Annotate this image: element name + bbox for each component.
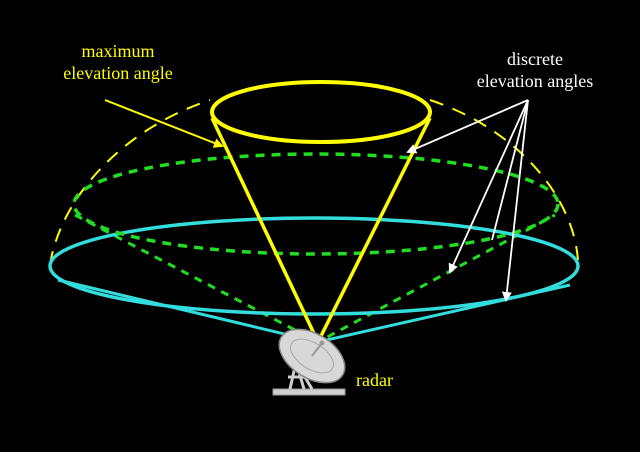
discrete-elevation-ellipse — [72, 152, 560, 256]
max-elevation-label-line2: elevation angle — [63, 63, 173, 83]
pointer-to-max-cone — [406, 99, 529, 154]
radar-label: radar — [356, 370, 393, 390]
discrete-elevation-pointers — [406, 99, 529, 302]
discrete-elevation-cone — [74, 213, 556, 344]
max-elevation-ellipse — [210, 80, 432, 144]
pointer-to-cyan-cone — [501, 99, 529, 302]
pointer-to-green-cone — [448, 99, 529, 274]
max-elevation-pointer — [104, 99, 224, 148]
discrete-elevation-label-line1: discrete — [507, 49, 563, 69]
hemisphere-outline — [49, 99, 579, 266]
radar-dish-icon — [272, 328, 346, 396]
max-elevation-label: maximum elevation angle — [38, 40, 198, 84]
discrete-elevation-label: discrete elevation angles — [455, 48, 615, 92]
pointer-to-green-ellipse — [491, 99, 529, 241]
max-elevation-cone — [210, 117, 432, 346]
discrete-elevation-label-line2: elevation angles — [476, 71, 594, 91]
base-scan-ellipse — [48, 216, 580, 316]
max-elevation-label-line1: maximum — [81, 41, 155, 61]
